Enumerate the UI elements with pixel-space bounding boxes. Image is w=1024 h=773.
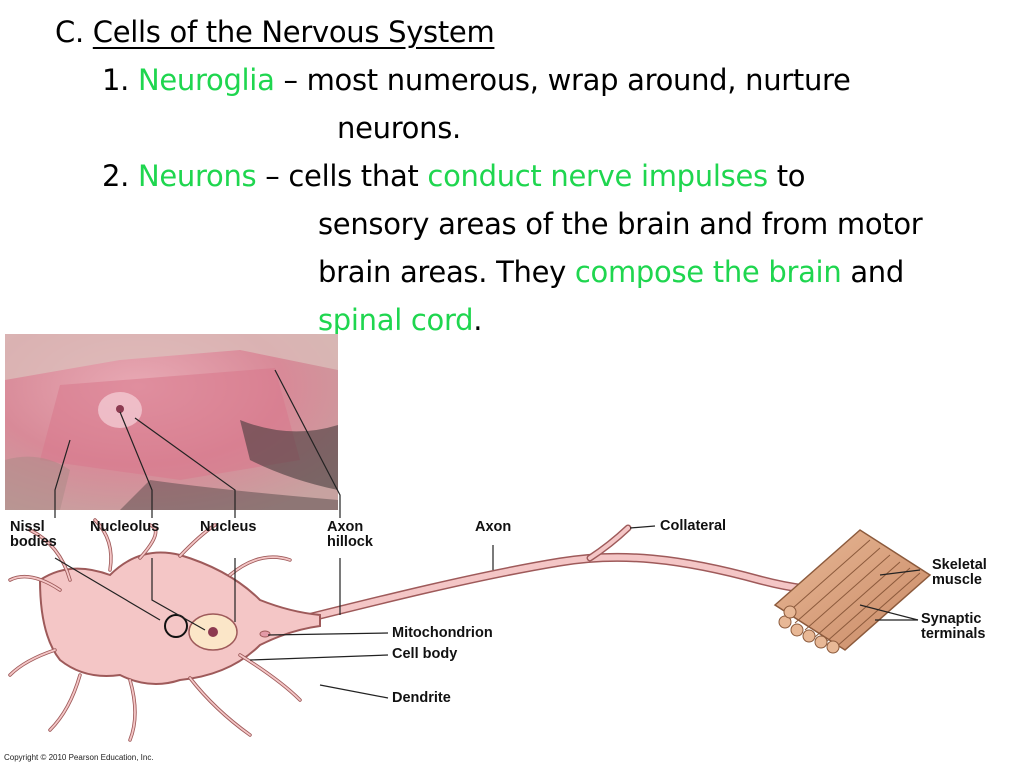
- copyright: Copyright © 2010 Pearson Education, Inc.: [4, 753, 154, 762]
- axon: [295, 524, 896, 625]
- highlight-spinal: spinal cord: [318, 303, 474, 337]
- term-neuroglia: Neuroglia: [138, 63, 275, 97]
- highlight-compose: compose the brain: [574, 255, 842, 289]
- item-neurons-line4: spinal cord.: [318, 303, 483, 337]
- item-neuroglia: 1. Neuroglia – most numerous, wrap aroun…: [102, 56, 851, 104]
- skeletal-muscle: [773, 529, 932, 654]
- label-axon-hillock: Axon hillock: [327, 519, 373, 550]
- label-skeletal-muscle: Skeletal muscle: [932, 557, 987, 588]
- micrograph-leaders: [54, 369, 341, 518]
- heading-title: Cells of the Nervous System: [92, 15, 495, 49]
- label-collateral: Collateral: [660, 518, 727, 534]
- label-cell-body: Cell body: [392, 646, 458, 662]
- label-nissl-bodies: Nissl bodies: [10, 519, 57, 550]
- neuron-figure: Nissl bodies Nucleolus Nucleus Axon hill…: [0, 330, 1024, 768]
- label-axon: Axon: [475, 519, 512, 535]
- neuron-illustration: [5, 334, 932, 742]
- item-neurons-line3: brain areas. They compose the brain and: [318, 255, 904, 289]
- cell-body: [8, 518, 321, 742]
- item-neurons-line2: sensory areas of the brain and from moto…: [318, 207, 923, 241]
- term-neurons: Neurons: [138, 159, 257, 193]
- micrograph: [5, 334, 338, 510]
- label-nucleus: Nucleus: [200, 519, 257, 535]
- item-text: – most numerous, wrap around, nurture: [274, 63, 851, 97]
- heading: C. Cells of the Nervous System: [55, 8, 495, 56]
- item-neuroglia-cont: neurons.: [337, 111, 461, 145]
- heading-prefix: C.: [55, 15, 93, 49]
- label-nucleolus: Nucleolus: [90, 519, 160, 535]
- highlight-conduct: conduct nerve impulses: [427, 159, 768, 193]
- label-mitochondrion: Mitochondrion: [392, 625, 493, 641]
- figure-leaders: [54, 525, 921, 699]
- item-number: 2.: [102, 159, 138, 193]
- label-dendrite: Dendrite: [392, 690, 451, 706]
- item-number: 1.: [102, 63, 138, 97]
- item-neurons: 2. Neurons – cells that conduct nerve im…: [102, 159, 806, 193]
- label-synaptic-terminals: Synaptic terminals: [921, 611, 986, 642]
